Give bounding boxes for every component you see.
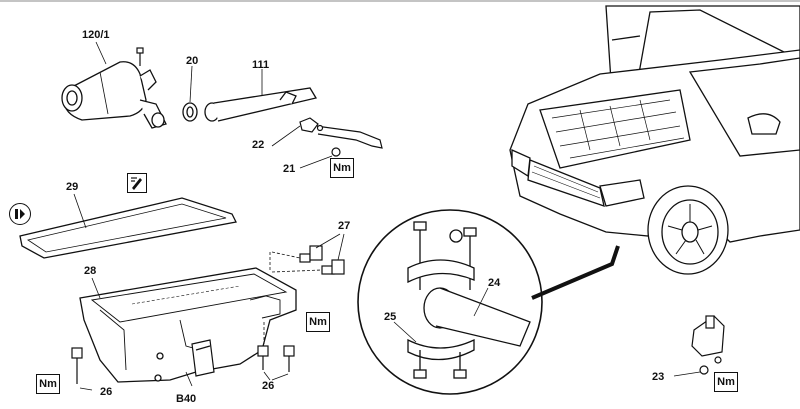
bracket-21-22 xyxy=(299,117,383,157)
torque-tag-26: Nm xyxy=(36,374,60,394)
exhaust-pipe-111 xyxy=(204,87,318,122)
note-pencil-icon xyxy=(127,173,147,193)
detail-pointer xyxy=(531,245,620,300)
label-26-right: 26 xyxy=(262,380,275,392)
oil-pan-28 xyxy=(79,267,297,383)
oil-sensor-b40 xyxy=(191,339,215,377)
label-25: 25 xyxy=(384,311,397,323)
clamp-20 xyxy=(182,102,198,122)
stop-circle-icon xyxy=(9,203,31,225)
vehicle-front-view xyxy=(509,5,800,275)
engine-mount-23 xyxy=(691,315,725,375)
detail-clamp-24-25 xyxy=(407,221,531,379)
torque-tag-21: Nm xyxy=(330,158,354,178)
label-22: 22 xyxy=(252,139,265,151)
label-24: 24 xyxy=(488,277,501,289)
label-23: 23 xyxy=(652,371,665,383)
catalytic-converter xyxy=(61,61,167,129)
bolts-26-right xyxy=(257,345,295,372)
label-21: 21 xyxy=(283,163,296,175)
oil-pan-gasket-29 xyxy=(19,197,237,259)
bolt-120-1 xyxy=(136,47,144,66)
leader-120-1 xyxy=(95,41,107,65)
label-26-left: 26 xyxy=(100,386,113,398)
label-20: 20 xyxy=(186,55,199,67)
label-28: 28 xyxy=(84,265,97,277)
bolt-26-left xyxy=(71,347,83,384)
label-29: 29 xyxy=(66,181,79,193)
bolts-27 xyxy=(299,245,345,275)
torque-tag-23: Nm xyxy=(714,372,738,392)
torque-tag-pan: Nm xyxy=(306,312,330,332)
label-120-1: 120/1 xyxy=(82,29,110,41)
label-27: 27 xyxy=(338,220,351,232)
label-111: 111 xyxy=(252,59,270,71)
label-b40: B40 xyxy=(176,393,197,405)
